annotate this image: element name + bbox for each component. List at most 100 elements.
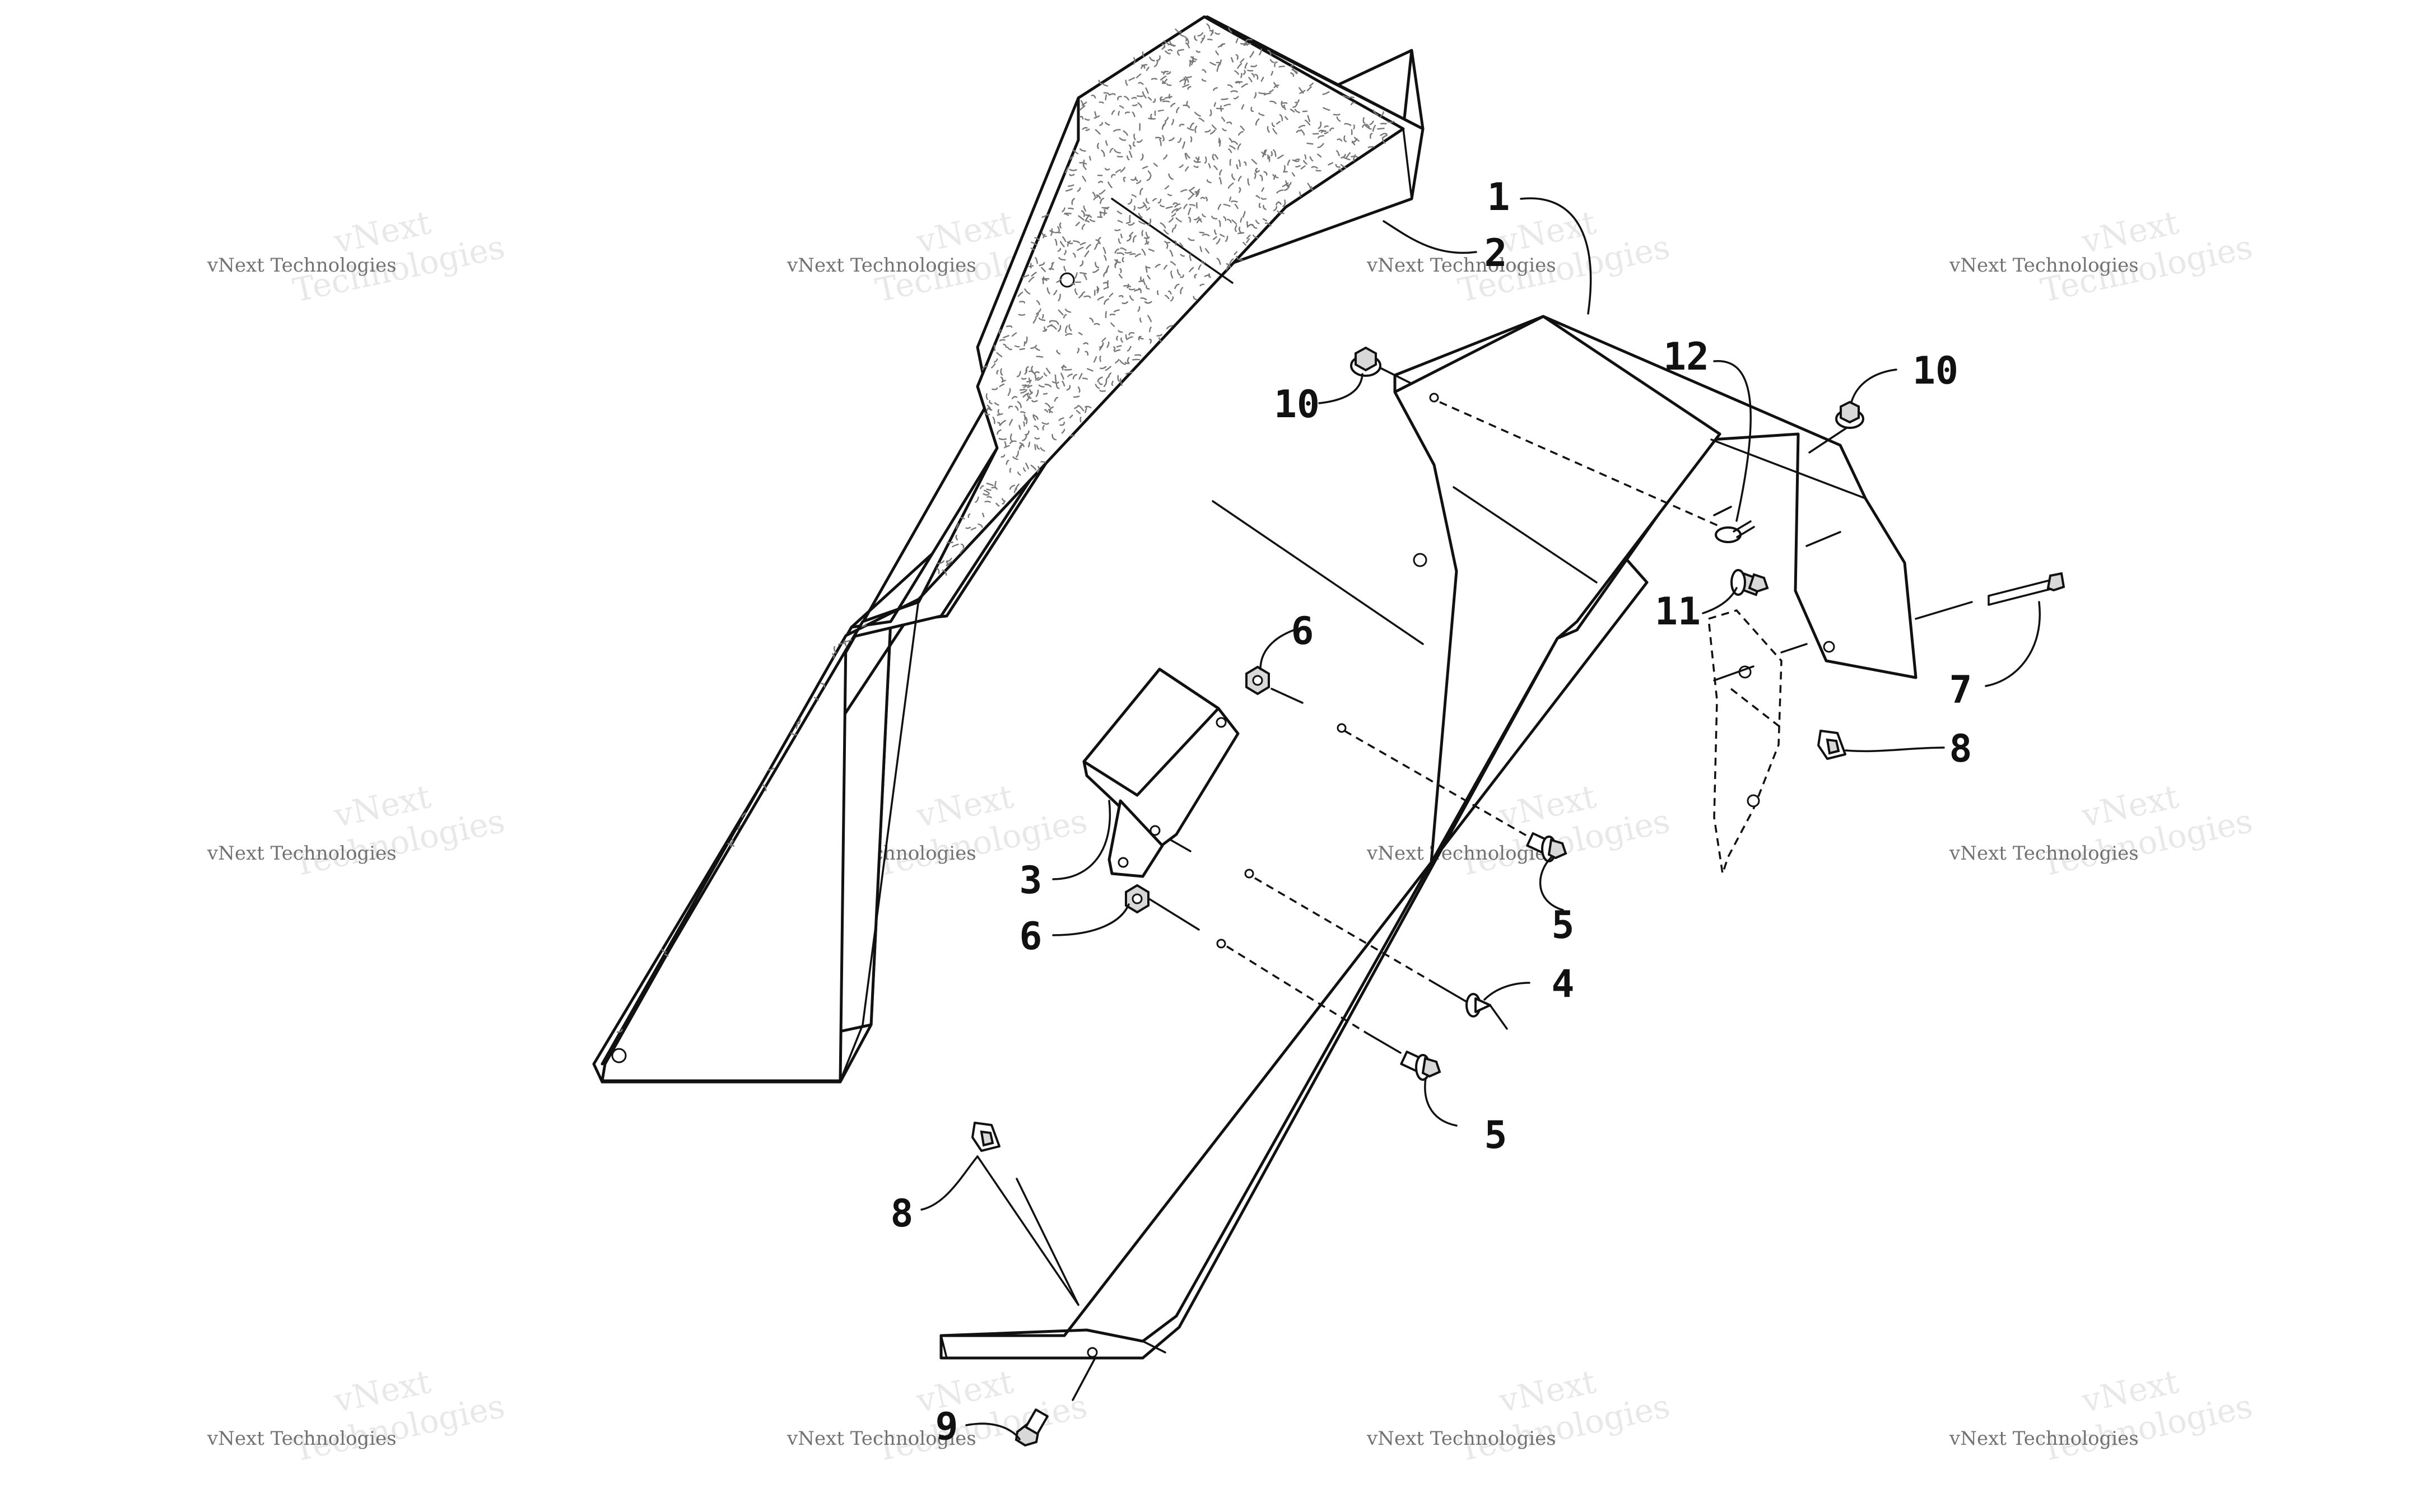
- foam-texture-mark: [1102, 282, 1109, 284]
- foam-texture-mark: [1111, 174, 1116, 178]
- foam-texture-mark: [1043, 234, 1046, 239]
- foam-texture-mark: [1218, 59, 1222, 66]
- watermark: Technologies vNext: [1455, 1362, 1673, 1469]
- foam-texture-mark: [1381, 137, 1386, 144]
- foam-texture-mark: [997, 413, 1003, 416]
- foam-texture-mark: [1089, 219, 1096, 222]
- foam-texture-mark: [1164, 241, 1171, 244]
- foam-texture-mark: [1235, 54, 1239, 60]
- foam-texture-mark: [1017, 291, 1023, 297]
- leader-10a: [1318, 373, 1363, 404]
- foam-texture-mark: [1034, 425, 1039, 430]
- foam-texture-mark: [1078, 373, 1083, 380]
- foam-texture-mark: [1159, 138, 1162, 146]
- assembly-line: [1713, 506, 1732, 516]
- watermark-text: vNext Technologies: [1366, 1427, 1556, 1450]
- foam-texture-mark: [1379, 111, 1384, 118]
- foam-texture-mark: [1065, 325, 1068, 334]
- foam-texture-mark: [1244, 62, 1248, 69]
- foam-texture-mark: [1064, 166, 1069, 174]
- foam-texture-mark: [1036, 308, 1041, 315]
- foam-texture-mark: [1002, 498, 1006, 502]
- foam-texture-mark: [1323, 107, 1330, 111]
- foam-texture-mark: [1069, 174, 1075, 176]
- foam-texture-mark: [947, 561, 953, 566]
- foam-texture-mark: [956, 523, 959, 529]
- foam-texture-mark: [1180, 254, 1185, 257]
- foam-texture-mark: [1287, 159, 1291, 166]
- foam-texture-mark: [1291, 172, 1296, 177]
- foam-texture-mark: [1009, 419, 1013, 426]
- foam-texture-mark: [1261, 187, 1264, 192]
- foam-texture-mark: [1285, 180, 1289, 188]
- foam-texture-mark: [616, 1029, 623, 1033]
- foam-texture-mark: [1048, 409, 1053, 413]
- assembly-line: [1170, 839, 1192, 852]
- foam-texture-mark: [1221, 43, 1226, 47]
- foam-texture-mark: [1091, 95, 1096, 99]
- foam-texture-mark: [1054, 320, 1059, 325]
- foam-texture-mark: [1068, 184, 1074, 187]
- foam-texture-mark: [1064, 308, 1072, 313]
- foam-texture-mark: [952, 543, 959, 548]
- frame-phantom-outline: [1707, 609, 1783, 874]
- foam-texture-mark: [1031, 241, 1037, 246]
- main-shield-part: [939, 315, 1918, 1360]
- foam-texture-mark: [1118, 330, 1123, 333]
- foam-texture-mark: [1092, 268, 1100, 273]
- foam-texture-mark: [1234, 251, 1238, 255]
- foam-texture-mark: [1123, 176, 1126, 183]
- foam-texture-mark: [1103, 287, 1109, 290]
- foam-texture-mark: [1199, 283, 1205, 287]
- foam-texture-mark: [1082, 377, 1088, 380]
- foam-texture-mark: [1093, 323, 1100, 325]
- foam-texture-mark: [798, 718, 801, 725]
- foam-texture-mark: [1138, 213, 1143, 218]
- foam-texture-mark: [1073, 395, 1080, 398]
- foam-texture-mark: [1105, 167, 1110, 171]
- foam-texture-mark: [1188, 194, 1194, 200]
- foam-texture-mark: [1077, 386, 1081, 393]
- callout-3: 3: [1020, 858, 1043, 903]
- foam-texture-mark: [1128, 144, 1132, 150]
- foam-texture-mark: [1185, 76, 1189, 83]
- foam-texture-mark: [1386, 120, 1395, 123]
- watermark: Technologies vNext: [290, 777, 508, 884]
- foam-texture-mark: [1137, 205, 1145, 209]
- foam-texture-mark: [1030, 344, 1037, 349]
- foam-texture-mark: [1042, 276, 1045, 284]
- leader-5b: [1424, 1077, 1458, 1127]
- foam-texture-mark: [1177, 50, 1180, 56]
- foam-texture-mark: [1009, 433, 1013, 441]
- foam-texture-mark: [1164, 40, 1170, 45]
- foam-texture-mark: [1133, 57, 1135, 65]
- foam-texture-mark: [1077, 246, 1084, 251]
- foam-texture-mark: [981, 512, 985, 517]
- foam-texture-mark: [1142, 166, 1148, 169]
- foam-texture-mark: [1061, 428, 1065, 434]
- foam-texture-mark: [1057, 226, 1060, 234]
- leader-6b: [1052, 903, 1130, 936]
- foam-texture-mark: [1278, 66, 1285, 68]
- foam-texture-mark: [1043, 372, 1048, 377]
- foam-texture-mark: [1283, 104, 1286, 110]
- foam-texture-mark: [1000, 368, 1003, 376]
- foam-texture-mark: [1309, 156, 1314, 162]
- watermark: Technologies vNext: [290, 203, 508, 310]
- foam-texture-mark: [965, 526, 971, 529]
- main-shield-face: [939, 315, 1721, 1343]
- foam-texture-mark: [1102, 246, 1106, 254]
- foam-texture-mark: [1136, 180, 1142, 184]
- foam-texture-mark: [1003, 343, 1007, 348]
- foam-texture-mark: [1298, 125, 1306, 129]
- foam-texture-mark: [1208, 273, 1211, 278]
- foam-texture-mark: [1129, 151, 1133, 158]
- foam-texture-mark: [1153, 60, 1158, 67]
- foam-texture-mark: [1169, 249, 1174, 257]
- foam-texture-mark: [1242, 69, 1246, 75]
- foam-texture-mark: [1218, 177, 1222, 185]
- foam-texture-mark: [1160, 96, 1163, 102]
- callout-8a: 8: [1949, 727, 1972, 771]
- foam-texture-mark: [741, 812, 747, 818]
- callout-10a: 10: [1274, 382, 1320, 427]
